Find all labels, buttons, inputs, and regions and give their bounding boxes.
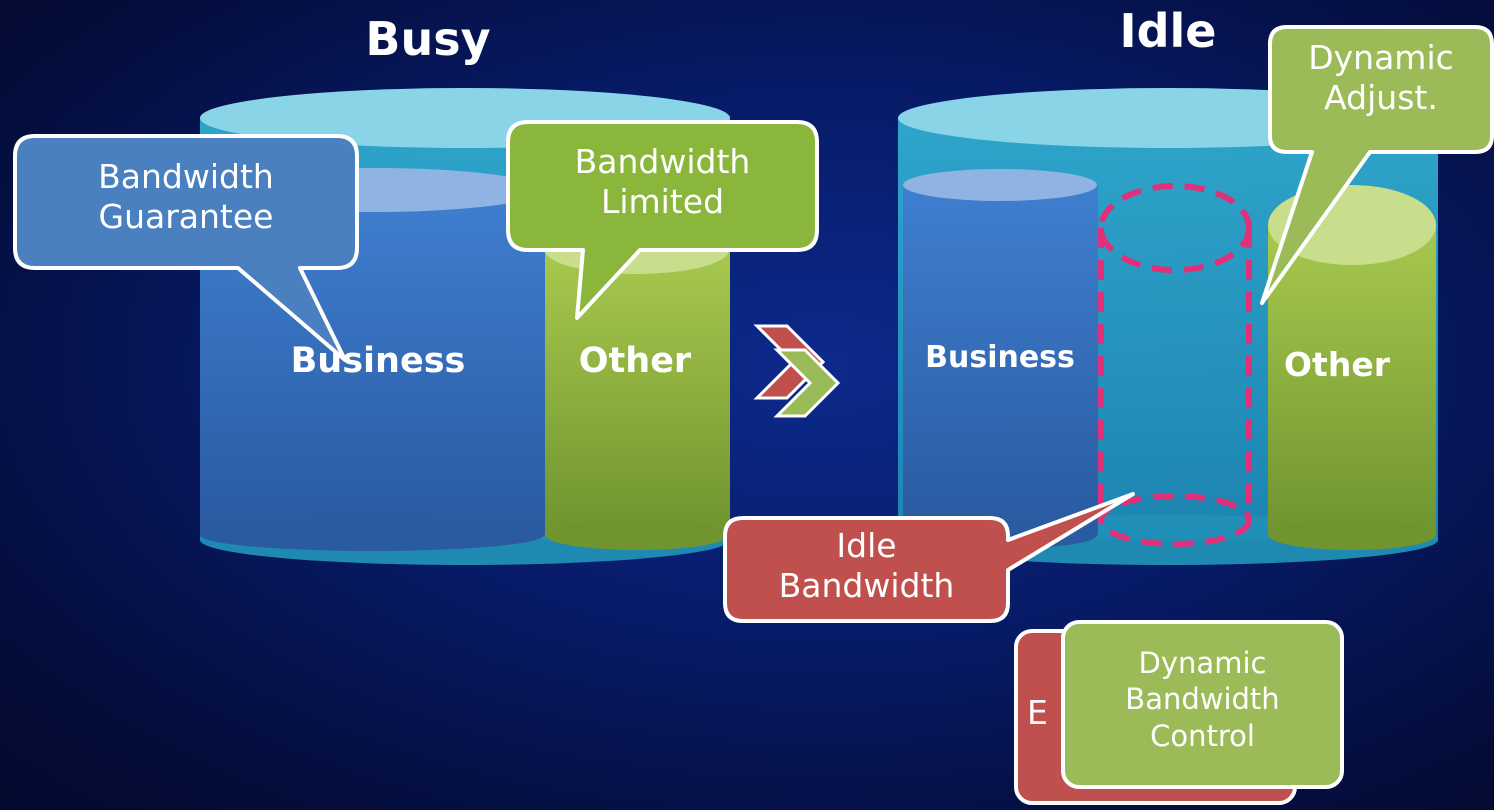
- idle-other-label: Other: [1284, 345, 1390, 384]
- busy-business-label: Business: [290, 341, 466, 381]
- bandwidth-guarantee-line-1: Bandwidth: [98, 157, 274, 196]
- dynamic-adjust-line-1: Dynamic: [1308, 38, 1454, 77]
- callout-dynamic-adjust: [1260, 25, 1494, 305]
- bandwidth-guarantee-line-2: Guarantee: [98, 197, 274, 237]
- idle-business-cylinder: [903, 185, 1098, 535]
- bandwidth-limited-line-2: Limited: [600, 182, 725, 222]
- dynamic-adjust-text: Dynamic Adjust.: [1270, 38, 1492, 119]
- callout-bandwidth-limited: [506, 120, 819, 320]
- hidden-box-letter: E: [1027, 693, 1048, 732]
- idle-business-label: Business: [925, 340, 1075, 375]
- callout-dynamic-bandwidth-control: [1061, 620, 1344, 789]
- dynamic-adjust-line-2: Adjust.: [1324, 78, 1438, 118]
- busy-other-cylinder: [545, 250, 730, 535]
- idle-business-top: [903, 169, 1097, 201]
- idle-dashed-cylinder: [1098, 183, 1252, 547]
- busy-other-label: Other: [578, 341, 692, 381]
- idle-other-cylinder: [1268, 225, 1436, 535]
- heading-busy: Busy: [365, 12, 491, 66]
- idle-bandwidth-text: Idle Bandwidth: [725, 526, 1008, 607]
- idle-bandwidth-line-1: Idle: [836, 526, 897, 565]
- idle-tank: [898, 88, 1438, 565]
- bandwidth-limited-line-1: Bandwidth: [574, 142, 751, 181]
- callout-bandwidth-guarantee: [13, 134, 359, 362]
- callout-idle-bandwidth: [723, 492, 1135, 623]
- dynamic-bandwidth-control-line-2: Bandwidth: [1125, 682, 1280, 717]
- dynamic-bandwidth-control-line-1: Dynamic: [1138, 646, 1267, 680]
- idle-bandwidth-line-2: Bandwidth: [778, 566, 955, 606]
- dynamic-bandwidth-control-line-3: Control: [1150, 718, 1255, 753]
- heading-idle: Idle: [1119, 4, 1217, 58]
- bandwidth-limited-text: Bandwidth Limited: [508, 142, 817, 223]
- transition-arrow-icon: [753, 324, 841, 418]
- busy-tank: [200, 88, 730, 565]
- dynamic-bandwidth-control-text: Dynamic Bandwidth Control: [1063, 645, 1342, 754]
- bandwidth-guarantee-text: Bandwidth Guarantee: [15, 157, 357, 238]
